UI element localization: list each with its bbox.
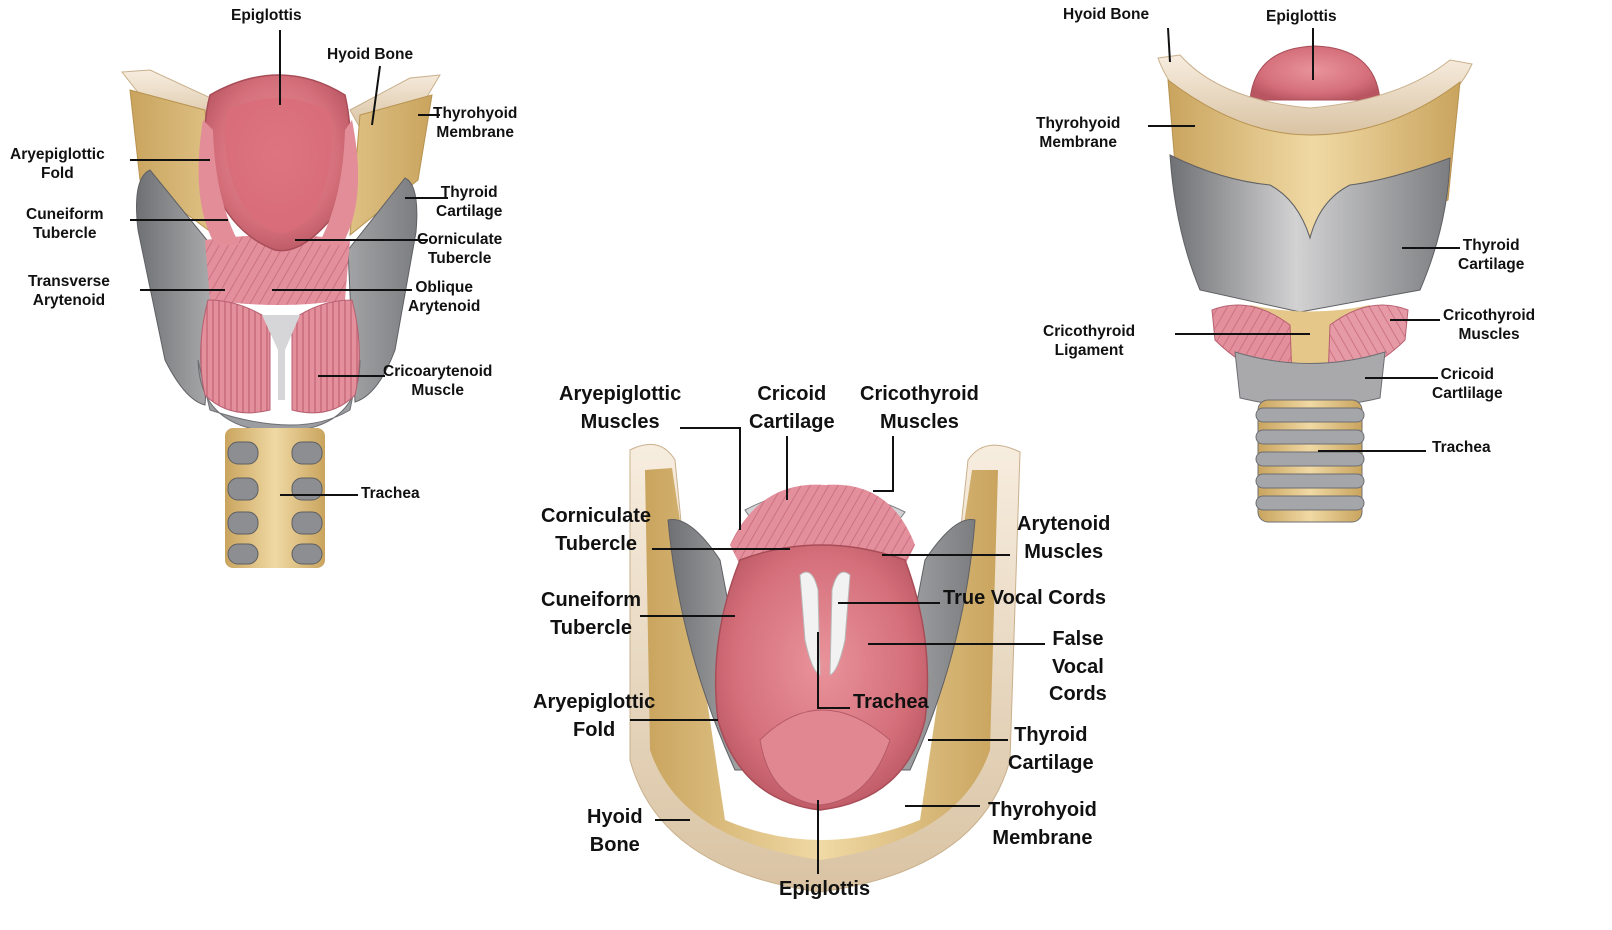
label-superior-cuneiform-tubercle: Cuneiform Tubercle	[541, 587, 641, 642]
anterior-trachea	[1256, 400, 1364, 522]
label-anterior-cricothyroid-ligament: Cricothyroid Ligament	[1043, 322, 1135, 361]
label-superior-aryepiglottic-muscles: Aryepiglottic Muscles	[559, 381, 681, 436]
anterior-epiglottis	[1250, 46, 1380, 100]
label-superior-false-vocal-cords: False Vocal Cords	[1049, 626, 1107, 709]
label-superior-trachea: Trachea	[853, 689, 929, 717]
label-anterior-trachea: Trachea	[1432, 438, 1491, 457]
label-posterior-cricoarytenoid-muscle: Cricoarytenoid Muscle	[383, 362, 492, 401]
label-superior-corniculate-tubercle: Corniculate Tubercle	[541, 503, 651, 558]
label-posterior-transverse-arytenoid: Transverse Arytenoid	[28, 272, 110, 311]
label-anterior-cricothyroid-muscles: Cricothyroid Muscles	[1443, 306, 1535, 345]
label-posterior-cuneiform-tubercle: Cuneiform Tubercle	[26, 205, 104, 244]
label-posterior-corniculate-tubercle: Corniculate Tubercle	[417, 230, 502, 269]
label-superior-true-vocal-cords: True Vocal Cords	[943, 585, 1106, 613]
label-superior-arytenoid-muscles: Arytenoid Muscles	[1017, 511, 1110, 566]
label-posterior-oblique-arytenoid: Oblique Arytenoid	[408, 278, 480, 317]
label-posterior-thyrohyoid-membrane: Thyrohyoid Membrane	[433, 104, 517, 143]
label-posterior-epiglottis: Epiglottis	[231, 6, 302, 25]
label-posterior-thyroid-cartilage: Thyroid Cartilage	[436, 183, 502, 222]
label-superior-cricothyroid-muscles: Cricothyroid Muscles	[860, 381, 979, 436]
label-posterior-trachea: Trachea	[361, 484, 420, 503]
label-anterior-epiglottis: Epiglottis	[1266, 7, 1337, 26]
label-superior-thyroid-cartilage: Thyroid Cartilage	[1008, 722, 1094, 777]
label-superior-epiglottis: Epiglottis	[779, 876, 870, 904]
superior-view-larynx	[630, 444, 1020, 892]
label-superior-aryepiglottic-fold: Aryepiglottic Fold	[533, 689, 655, 744]
label-posterior-hyoid-bone: Hyoid Bone	[327, 45, 413, 64]
label-posterior-aryepiglottic-fold: Aryepiglottic Fold	[10, 145, 105, 184]
label-anterior-thyrohyoid-membrane: Thyrohyoid Membrane	[1036, 114, 1120, 153]
label-superior-thyrohyoid-membrane: Thyrohyoid Membrane	[988, 797, 1097, 852]
label-superior-hyoid-bone: Hyoid Bone	[587, 804, 643, 859]
label-anterior-hyoid-bone: Hyoid Bone	[1063, 5, 1149, 24]
label-anterior-thyroid-cartilage: Thyroid Cartilage	[1458, 236, 1524, 275]
label-anterior-cricoid-cartilage: Cricoid Cartlilage	[1432, 365, 1503, 404]
label-superior-cricoid-cartilage: Cricoid Cartilage	[749, 381, 835, 436]
